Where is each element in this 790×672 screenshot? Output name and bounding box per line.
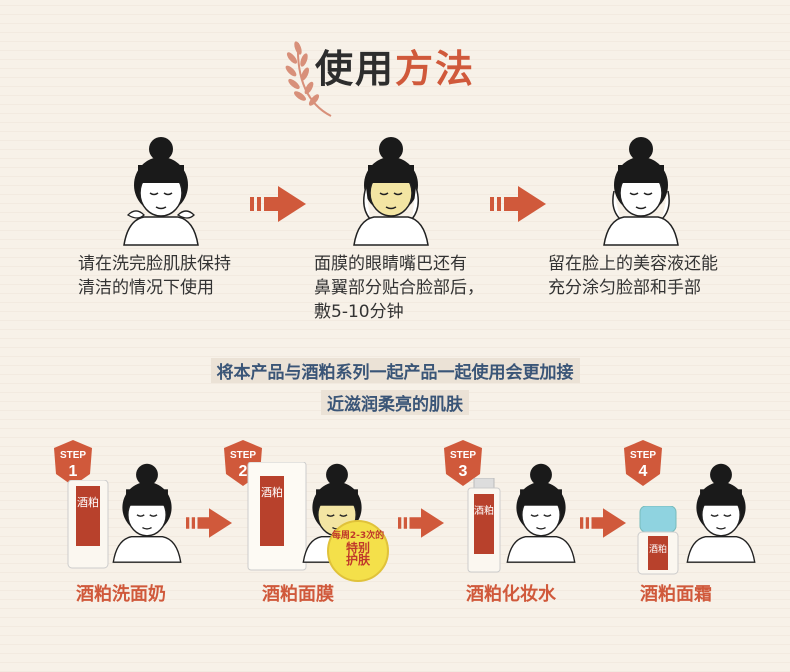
desc-line: 敷5-10分钟 xyxy=(314,302,404,322)
step-number: 1 xyxy=(69,463,78,480)
woman-face-icon xyxy=(123,137,199,246)
middle-line-2: 近滋润柔亮的肌肤 xyxy=(321,390,469,415)
product-text: 酒粕 xyxy=(77,495,99,509)
desc-line: 请在洗完脸肌肤保持 xyxy=(78,254,231,274)
title-wrap: 使用方法 xyxy=(0,38,790,93)
step-desc-2: 面膜的眼睛嘴巴还有 鼻翼部分贴合脸部后， 敷5-10分钟 xyxy=(314,252,484,324)
step-word: STEP xyxy=(230,450,256,461)
product-text: 酒粕 xyxy=(649,543,667,555)
desc-line: 面膜的眼睛嘴巴还有 xyxy=(314,254,467,274)
desc-line: 鼻翼部分贴合脸部后， xyxy=(314,278,484,298)
middle-text-1: 将本产品与酒粕系列一起产品一起使用会更加接 xyxy=(0,358,790,383)
step-word: STEP xyxy=(450,450,476,461)
desc-line: 充分涂匀脸部和手部 xyxy=(548,278,701,298)
arrow-right-icon xyxy=(398,508,444,538)
step-label-3: 酒粕化妆水 xyxy=(466,584,556,605)
product-text: 酒粕 xyxy=(474,504,494,517)
step-word: STEP xyxy=(60,450,86,461)
step-label-1: 酒粕洗面奶 xyxy=(76,584,166,605)
wheat-icon xyxy=(285,41,332,117)
step-number: 3 xyxy=(459,463,468,480)
step-desc-1: 请在洗完脸肌肤保持 清洁的情况下使用 xyxy=(78,252,231,300)
step-number: 2 xyxy=(239,463,248,480)
step-label-4: 酒粕面霜 xyxy=(640,584,712,605)
tag-line: 特别 xyxy=(345,541,370,555)
page-title: 使用方法 xyxy=(315,38,475,93)
arrow-right-icon xyxy=(490,186,546,222)
cream-jar: 酒粕 xyxy=(637,506,679,575)
middle-line-1: 将本产品与酒粕系列一起产品一起使用会更加接 xyxy=(210,358,580,383)
tag-line: 护肤 xyxy=(345,553,370,567)
arrow-right-icon xyxy=(186,508,232,538)
woman-face-icon xyxy=(506,463,576,563)
mask-package: 酒粕 xyxy=(247,462,307,571)
step-badge: STEP 4 xyxy=(624,440,662,486)
product-text: 酒粕 xyxy=(261,485,283,499)
step-label-2: 酒粕面膜 xyxy=(262,584,334,605)
title-part1: 使用 xyxy=(314,47,395,91)
desc-line: 清洁的情况下使用 xyxy=(78,278,214,298)
cleanser-tube: 酒粕 xyxy=(67,480,109,569)
desc-line: 留在脸上的美容液还能 xyxy=(548,254,718,274)
step-badge: STEP 1 xyxy=(54,440,92,486)
woman-face-icon xyxy=(603,137,679,246)
step-number: 4 xyxy=(639,463,648,480)
toner-bottle: 酒粕 xyxy=(467,478,501,573)
tag-line: 每周2-3次的 xyxy=(331,531,385,541)
arrow-right-icon xyxy=(580,508,626,538)
woman-face-icon xyxy=(112,463,182,563)
middle-text-2: 近滋润柔亮的肌肤 xyxy=(0,390,790,415)
step-desc-3: 留在脸上的美容液还能 充分涂匀脸部和手部 xyxy=(548,252,718,300)
title-part2: 方法 xyxy=(395,47,476,91)
step-badge: STEP 3 xyxy=(444,440,482,486)
woman-face-icon xyxy=(686,463,756,563)
step-word: STEP xyxy=(630,450,656,461)
woman-face-icon xyxy=(353,137,429,246)
weekly-tag: 每周2-3次的 特别 护肤 xyxy=(327,520,389,582)
arrow-right-icon xyxy=(250,186,306,222)
